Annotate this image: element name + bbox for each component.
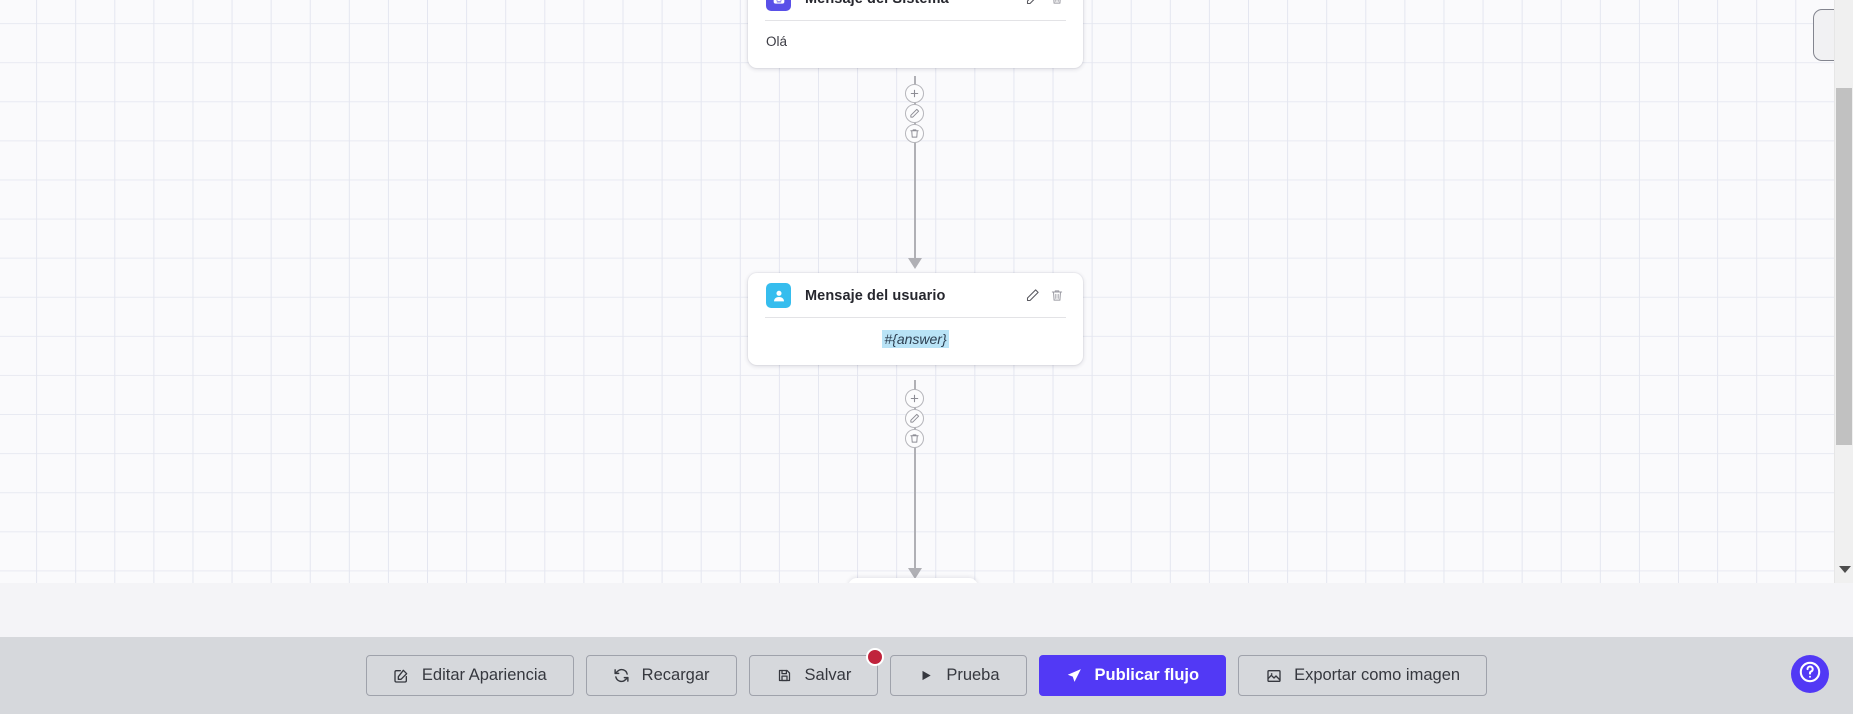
node-body: #{answer}: [748, 318, 1083, 365]
node-title: Mensaje del usuario: [805, 287, 946, 304]
edit-appearance-button[interactable]: Editar Apariencia: [365, 655, 574, 696]
node-title: Mensaje del Sistema: [805, 0, 1024, 7]
connector-arrow-2: [908, 568, 922, 579]
send-icon: [1066, 667, 1083, 684]
edit-square-icon: [393, 667, 410, 684]
vertical-scrollbar[interactable]: [1834, 0, 1853, 583]
play-icon: [917, 667, 934, 684]
node-actions: [1024, 287, 1065, 304]
pencil-icon[interactable]: [1024, 0, 1040, 7]
scrollbar-thumb[interactable]: [1836, 88, 1852, 445]
user-avatar-icon: [766, 283, 791, 308]
node-header: Mensaje del Sistema: [748, 0, 1083, 20]
button-label: Recargar: [641, 666, 710, 684]
add-node-button[interactable]: [905, 84, 924, 103]
test-button[interactable]: Prueba: [890, 655, 1027, 696]
pencil-icon[interactable]: [1024, 287, 1040, 304]
node-actions: [1024, 0, 1065, 7]
trash-icon[interactable]: [1049, 287, 1065, 304]
button-label: Publicar flujo: [1094, 666, 1200, 684]
robot-icon: [766, 0, 791, 11]
bottom-toolbar: Editar Apariencia Recargar Salvar Pr: [0, 637, 1853, 714]
publish-flow-button[interactable]: Publicar flujo: [1038, 655, 1227, 696]
unsaved-changes-badge: [866, 648, 885, 666]
button-label: Salvar: [804, 666, 852, 684]
trash-icon[interactable]: [1049, 0, 1065, 7]
button-label: Editar Apariencia: [421, 666, 547, 684]
node-body: Olá: [766, 34, 788, 49]
refresh-icon: [613, 667, 630, 684]
node-divider: [765, 20, 1066, 21]
delete-connector-button[interactable]: [905, 124, 924, 143]
partial-flow-node-bottom[interactable]: [848, 578, 978, 583]
connector-controls-1[interactable]: [905, 84, 924, 143]
flow-canvas[interactable]: Mensaje del Sistema Olá: [0, 0, 1853, 583]
connector-line-2: [914, 380, 916, 575]
delete-connector-button[interactable]: [905, 429, 924, 448]
flow-node-system-message[interactable]: Mensaje del Sistema Olá: [748, 0, 1083, 68]
question-circle-icon: [1797, 659, 1823, 690]
save-button[interactable]: Salvar: [748, 648, 885, 696]
export-as-image-button[interactable]: Exportar como imagen: [1238, 655, 1488, 696]
edit-connector-button[interactable]: [905, 104, 924, 123]
chevron-down-icon[interactable]: [1839, 566, 1851, 573]
save-icon: [776, 667, 793, 684]
button-label: Exportar como imagen: [1294, 666, 1461, 684]
canvas-bottom-gap: [0, 583, 1853, 637]
connector-controls-2[interactable]: [905, 389, 924, 448]
node-header: Mensaje del usuario: [748, 273, 1083, 317]
node-divider: [765, 317, 1066, 318]
button-label: Prueba: [946, 666, 1000, 684]
image-icon: [1265, 667, 1282, 684]
help-button[interactable]: [1791, 655, 1829, 693]
variable-token: #{answer}: [882, 330, 949, 348]
connector-line-1: [914, 76, 916, 263]
connector-arrow-1: [908, 258, 922, 269]
edit-connector-button[interactable]: [905, 409, 924, 428]
add-node-button[interactable]: [905, 389, 924, 408]
reload-button[interactable]: Recargar: [585, 655, 737, 696]
flow-node-user-message[interactable]: Mensaje del usuario #{answer}: [748, 273, 1083, 365]
